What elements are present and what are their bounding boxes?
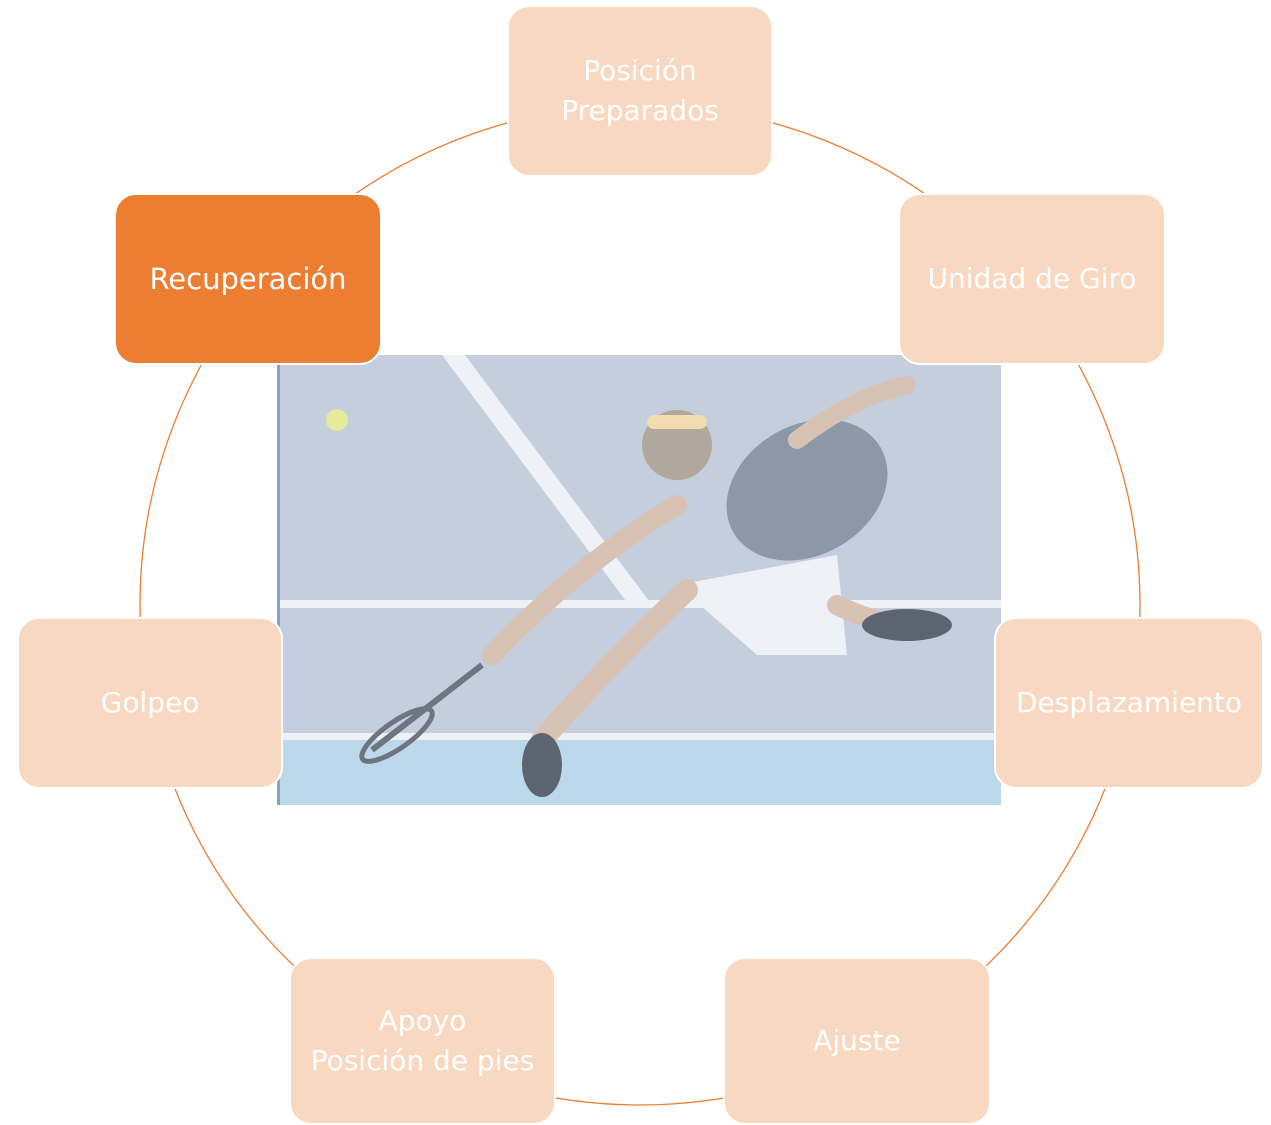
step-label-line: Unidad de Giro bbox=[927, 262, 1137, 295]
step-unidad-de-giro: Unidad de Giro bbox=[898, 193, 1166, 365]
tennis-player-photo bbox=[277, 355, 1001, 805]
step-apoyo-posicion-de-pies: Apoyo Posición de pies bbox=[289, 957, 556, 1125]
step-desplazamiento: Desplazamiento bbox=[994, 617, 1264, 789]
step-ajuste: Ajuste bbox=[723, 957, 991, 1125]
step-label-line: Preparados bbox=[561, 94, 719, 127]
step-label-line: Ajuste bbox=[813, 1024, 901, 1057]
step-label-line: Posición bbox=[583, 54, 697, 87]
step-label-line: Apoyo bbox=[378, 1004, 467, 1037]
step-recuperacion: Recuperación bbox=[114, 193, 382, 365]
step-posicion-preparados: Posición Preparados bbox=[507, 5, 773, 177]
step-golpeo: Golpeo bbox=[17, 617, 283, 789]
step-label-line: Posición de pies bbox=[310, 1044, 535, 1077]
step-label-line: Desplazamiento bbox=[1015, 686, 1243, 719]
step-label-line: Golpeo bbox=[100, 686, 200, 719]
step-label-line: Recuperación bbox=[149, 262, 347, 296]
